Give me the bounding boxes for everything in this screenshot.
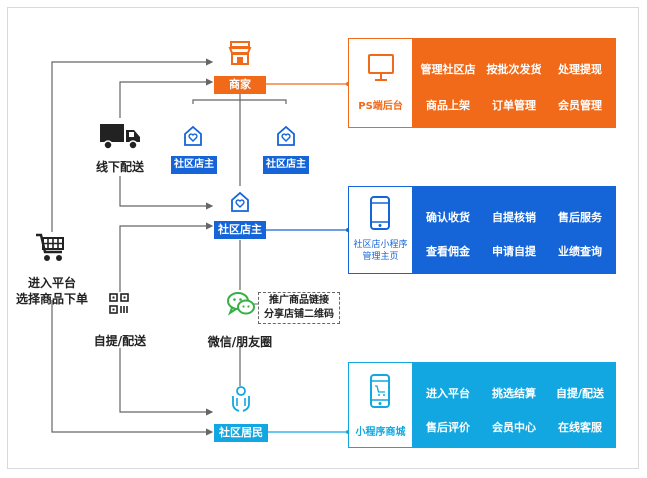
mobile-cart-icon bbox=[370, 374, 390, 408]
owner-mini-title-line1: 社区店小程序 bbox=[353, 240, 408, 250]
platform-label-line1: 进入平台 bbox=[27, 276, 76, 290]
house-heart-icon bbox=[277, 125, 295, 146]
mall-item: 会员中心 bbox=[492, 421, 536, 434]
merchant-node: 商家 bbox=[214, 76, 266, 94]
ps-backend-panel: PS端后台 管理社区店 按批次发货 处理提现 商品上架 订单管理 会员管理 bbox=[348, 38, 616, 128]
owner-mini-item: 确认收货 bbox=[426, 211, 470, 224]
owner-mini-item: 业绩查询 bbox=[558, 245, 602, 258]
owner-mini-title-line2: 管理主页 bbox=[362, 252, 399, 262]
ps-item: 订单管理 bbox=[492, 99, 536, 112]
mall-title: 小程序商城 bbox=[355, 427, 406, 438]
diagram-frame bbox=[7, 7, 639, 469]
ps-item: 管理社区店 bbox=[420, 63, 476, 76]
monitor-icon bbox=[368, 54, 394, 81]
owner-mini-item: 申请自提 bbox=[492, 245, 536, 258]
mall-icon-cell: 小程序商城 bbox=[349, 363, 412, 447]
offline-delivery-label: 线下配送 bbox=[95, 160, 144, 174]
ps-item: 会员管理 bbox=[558, 99, 602, 112]
house-heart-icon bbox=[184, 125, 202, 146]
mall-item: 进入平台 bbox=[426, 387, 470, 400]
pickup-delivery-label: 自提/配送 bbox=[93, 334, 147, 348]
owner-mini-item: 售后服务 bbox=[558, 211, 602, 224]
mini-program-mall-panel: 小程序商城 进入平台 挑选结算 自提/配送 售后评价 会员中心 在线客服 bbox=[348, 362, 616, 448]
note-line2: 分享店铺二维码 bbox=[264, 309, 334, 320]
ps-item: 处理提现 bbox=[558, 63, 602, 76]
hands-icon bbox=[232, 386, 250, 412]
owner-node-1: 社区店主 bbox=[171, 156, 217, 174]
wechat-moments-label: 微信/朋友圈 bbox=[207, 335, 273, 349]
owner-main-node: 社区店主 bbox=[214, 221, 266, 239]
owner-mini-program-panel: 社区店小程序 管理主页 确认收货 自提核销 售后服务 查看佣金 申请自提 业绩查… bbox=[348, 186, 616, 274]
owner-mini-item: 自提核销 bbox=[492, 211, 536, 224]
owner-mini-features-grid: 确认收货 自提核销 售后服务 查看佣金 申请自提 业绩查询 bbox=[412, 187, 615, 273]
ps-features-grid: 管理社区店 按批次发货 处理提现 商品上架 订单管理 会员管理 bbox=[412, 39, 615, 127]
phone-icon bbox=[370, 196, 390, 230]
ps-icon-cell: PS端后台 bbox=[349, 39, 412, 127]
platform-order-label: 进入平台 选择商品下单 bbox=[12, 275, 92, 307]
mall-item: 售后评价 bbox=[426, 421, 470, 434]
mall-item: 自提/配送 bbox=[555, 387, 605, 400]
platform-label-line2: 选择商品下单 bbox=[15, 292, 88, 306]
resident-node: 社区居民 bbox=[214, 424, 268, 442]
ps-backend-title: PS端后台 bbox=[358, 101, 403, 112]
owner-node-2: 社区店主 bbox=[263, 156, 309, 174]
cart-icon bbox=[36, 233, 64, 261]
note-line1: 推广商品链接 bbox=[269, 295, 329, 306]
promotion-note: 推广商品链接 分享店铺二维码 bbox=[258, 292, 340, 324]
owner-mini-item: 查看佣金 bbox=[426, 245, 470, 258]
store-icon bbox=[228, 41, 252, 65]
mall-item: 挑选结算 bbox=[492, 387, 536, 400]
house-heart-icon bbox=[231, 191, 249, 212]
ps-item: 商品上架 bbox=[426, 99, 470, 112]
owner-mini-title: 社区店小程序 管理主页 bbox=[349, 239, 412, 263]
wechat-icon bbox=[227, 292, 255, 316]
truck-icon bbox=[100, 124, 140, 150]
ps-item: 按批次发货 bbox=[486, 63, 542, 76]
mall-item: 在线客服 bbox=[558, 421, 602, 434]
owner-mini-icon-cell: 社区店小程序 管理主页 bbox=[349, 187, 412, 273]
qrcode-icon bbox=[109, 293, 129, 314]
mall-features-grid: 进入平台 挑选结算 自提/配送 售后评价 会员中心 在线客服 bbox=[412, 363, 615, 447]
